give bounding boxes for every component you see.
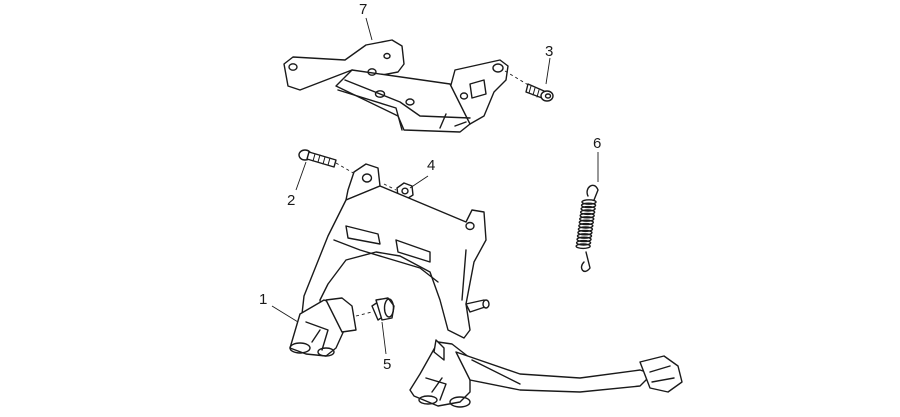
callout-6: 6	[593, 135, 601, 152]
callout-2: 2	[287, 192, 295, 209]
callout-7: 7	[359, 1, 367, 18]
spring-coil	[581, 199, 597, 205]
spring-coil	[576, 236, 592, 243]
return-spring-part	[575, 184, 599, 272]
callout-5: 5	[383, 356, 391, 373]
callout-1: 1	[259, 291, 267, 308]
spring-coil	[576, 233, 593, 239]
spring-coil	[575, 239, 592, 246]
spring-coil	[578, 219, 594, 226]
pivot-bolt-part	[298, 149, 363, 179]
spring-coil	[577, 229, 593, 236]
center-stand-part	[289, 163, 683, 408]
spring-coil	[575, 243, 591, 250]
spring-coil	[578, 222, 594, 229]
spring-coil	[579, 212, 595, 219]
rubber-bumper-part	[355, 297, 395, 321]
spring-coil	[579, 209, 596, 216]
spring-coil	[580, 205, 596, 212]
bracket-screw-part	[504, 70, 554, 102]
spring-coil	[580, 202, 597, 209]
callout-4: 4	[427, 157, 435, 174]
mounting-bracket-part	[283, 39, 509, 133]
spring-coil	[577, 226, 594, 233]
callout-3: 3	[545, 43, 553, 60]
leader-lines	[271, 17, 599, 355]
spring-coil	[579, 216, 595, 222]
